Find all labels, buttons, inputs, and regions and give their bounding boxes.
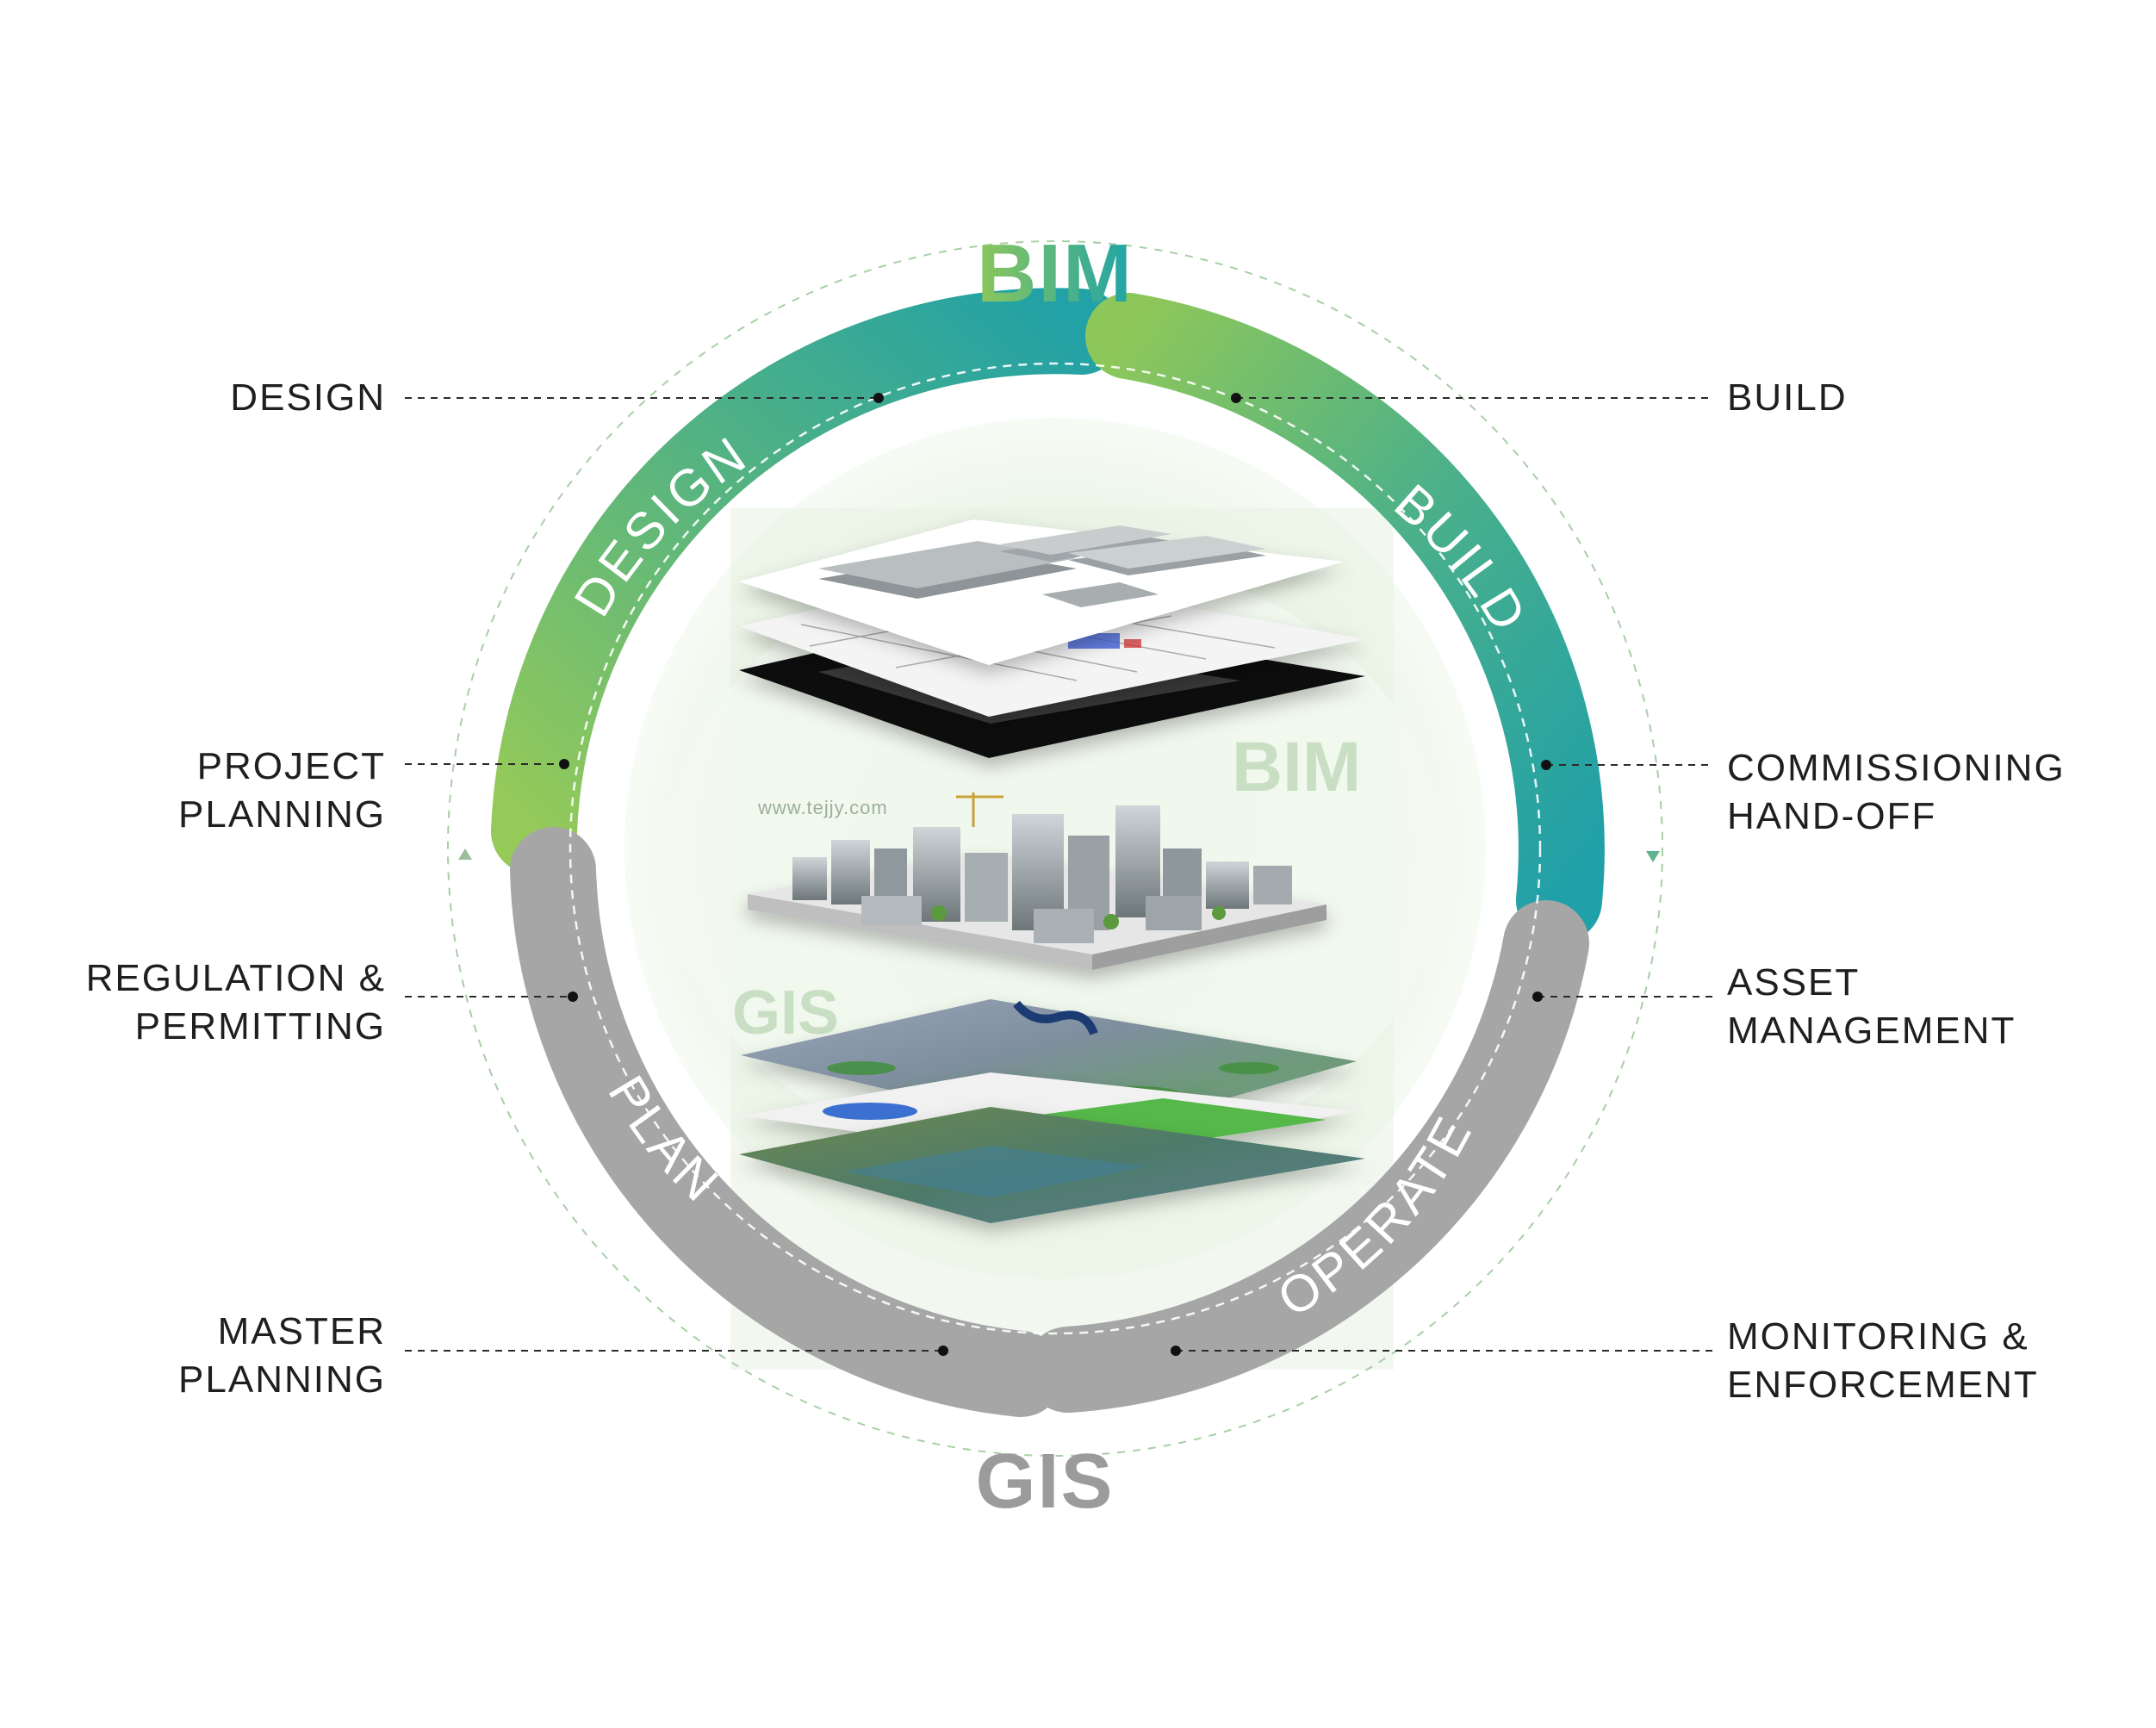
label-design: DESIGN [230, 376, 386, 419]
bim-title: BIM [977, 227, 1134, 320]
gis-title: GIS [975, 1439, 1114, 1525]
build-segment [1085, 293, 1605, 943]
right-arrow-icon [1646, 851, 1660, 862]
label-asset-management: ASSET MANAGEMENT [1727, 961, 2016, 1052]
label-master-planning: MASTER PLANNING [178, 1310, 386, 1401]
site-watermark: www.tejjy.com [757, 797, 888, 818]
gis-watermark: GIS [732, 979, 839, 1047]
label-regulation-permitting: REGULATION & PERMITTING [85, 957, 386, 1047]
bim-watermark: BIM [1232, 728, 1361, 806]
label-build: BUILD [1727, 376, 1848, 419]
operate-segment [1025, 900, 1589, 1413]
inner-track-dashes [569, 362, 1542, 1335]
label-project-planning: PROJECT PLANNING [178, 745, 386, 836]
leader-dots [559, 393, 1551, 1356]
outer-guide-circle [447, 240, 1663, 1457]
city-buildings [792, 793, 1292, 943]
label-commissioning-handoff: COMMISSIONING HAND-OFF [1727, 747, 2066, 837]
bim-building-model [818, 525, 1266, 607]
left-arrow-icon [458, 848, 472, 860]
leader-lines [405, 397, 1714, 1352]
label-monitoring-enforcement: MONITORING & ENFORCEMENT [1727, 1315, 2039, 1406]
gis-terrain-layer [739, 1107, 1365, 1223]
design-segment [491, 288, 1124, 874]
